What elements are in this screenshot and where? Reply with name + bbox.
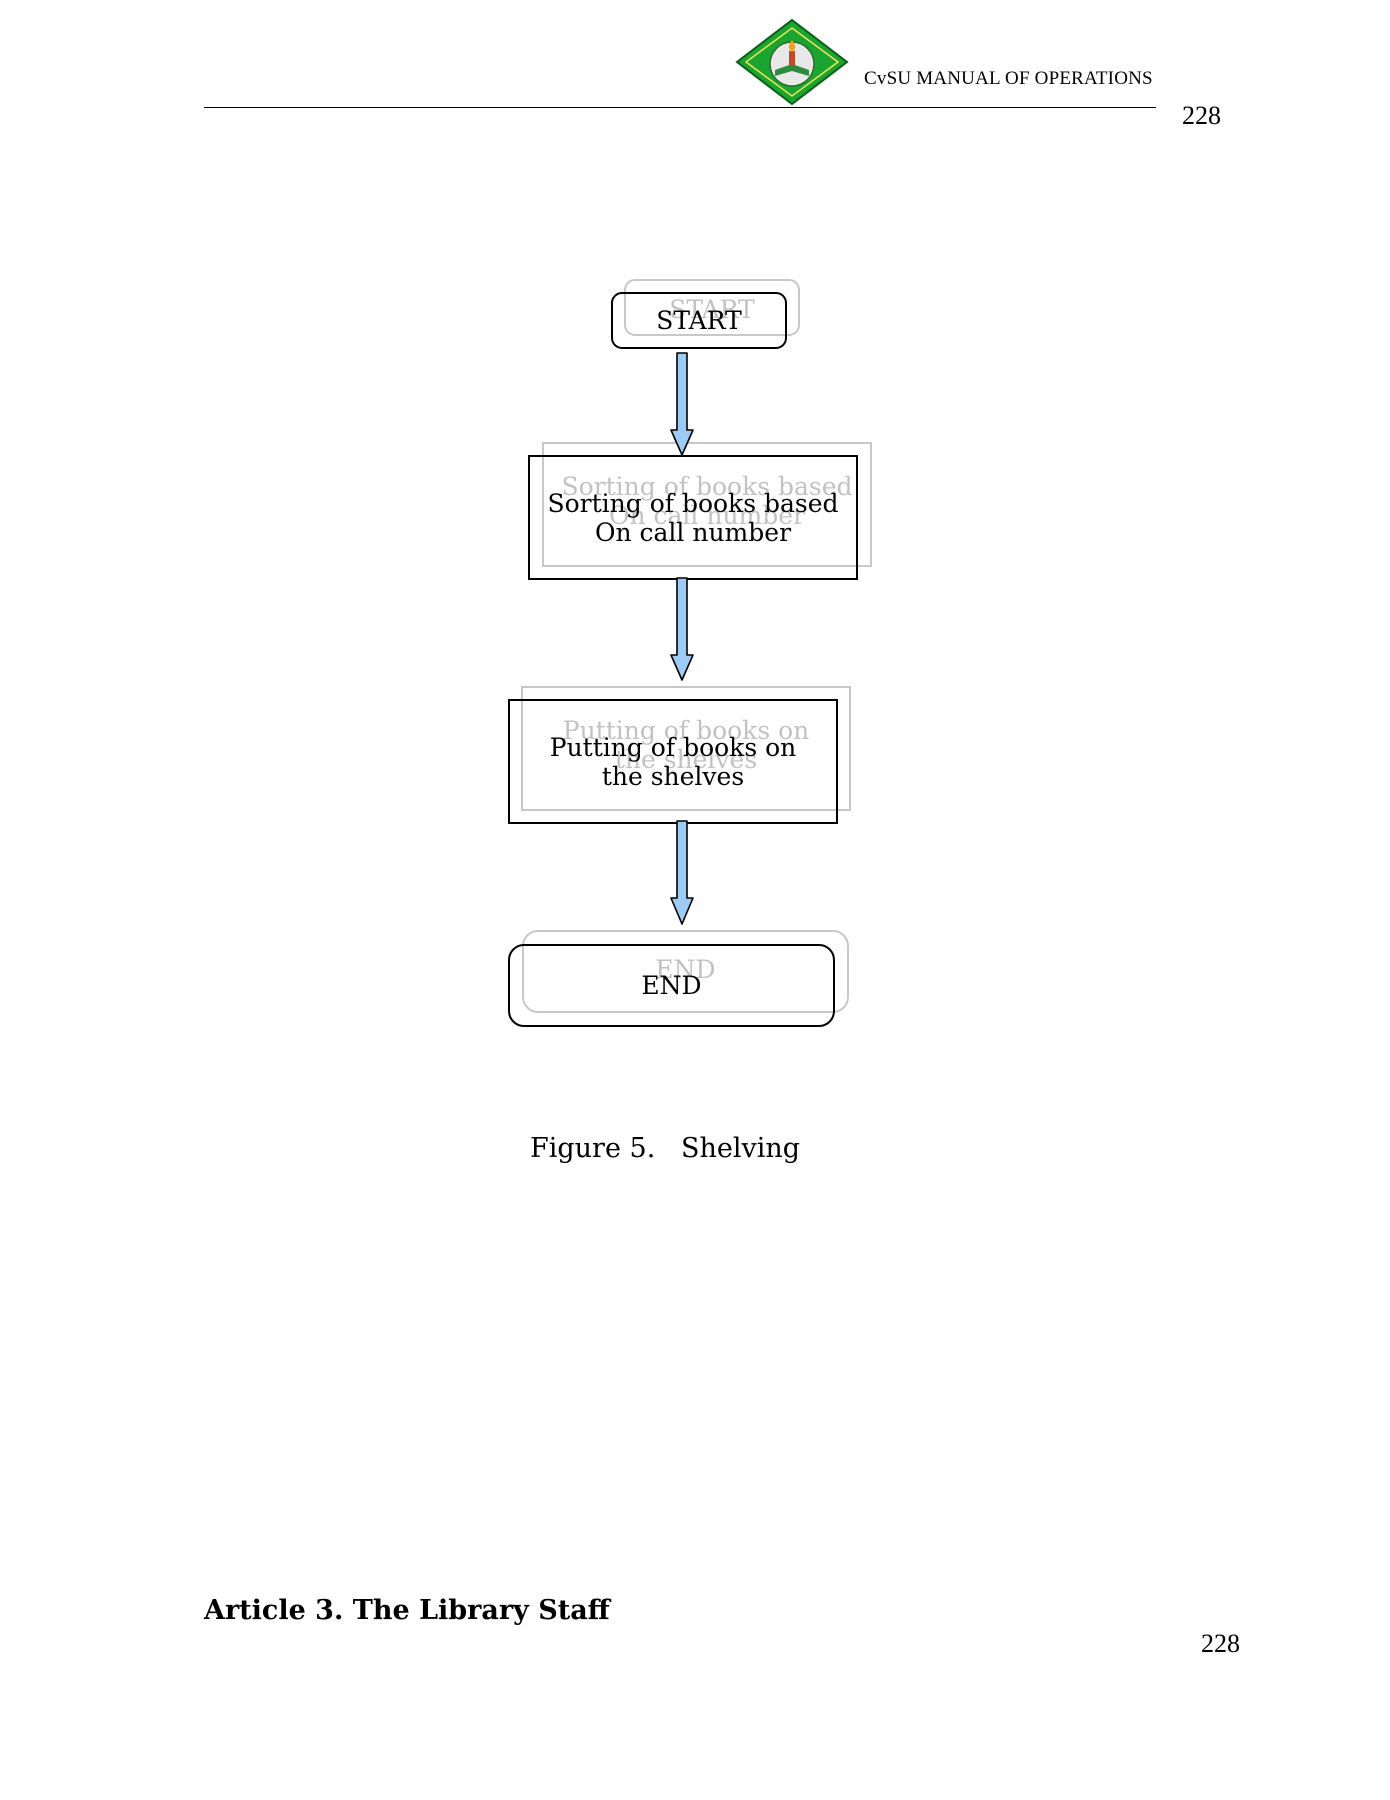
shelve-books-step: Putting of books on the shelves	[508, 699, 838, 824]
header-page-number: 228	[1182, 101, 1221, 130]
footer-page-number: 228	[1201, 1629, 1240, 1658]
shelve-line1: Putting of books on	[549, 732, 797, 762]
sort-ghost-line1: Sorting of books based	[561, 471, 853, 501]
sort-ghost-line2: On call number	[608, 500, 806, 530]
arrow-start-to-sort	[670, 352, 694, 456]
figure-caption: Figure 5. Shelving	[530, 1133, 801, 1164]
header-divider	[204, 107, 1156, 108]
sort-books-step-ghost: Sorting of books based On call number	[542, 442, 872, 567]
start-label: START	[656, 306, 742, 335]
header-title: CvSU MANUAL OF OPERATIONS	[864, 68, 1153, 89]
end-terminal: END	[508, 944, 835, 1027]
shelve-ghost-line2: the shelves	[614, 744, 758, 774]
shelve-books-step-ghost: Putting of books on the shelves	[521, 686, 851, 811]
start-terminal: START	[611, 292, 787, 349]
end-terminal-ghost: END	[522, 930, 849, 1013]
shelve-line2: the shelves	[601, 761, 745, 791]
arrow-shelve-to-end	[670, 820, 694, 925]
sort-books-step: Sorting of books based On call number	[528, 455, 858, 580]
end-ghost-label: END	[655, 955, 716, 984]
end-label: END	[641, 971, 702, 1000]
sort-line2: On call number	[594, 517, 792, 547]
university-seal-logo	[735, 18, 849, 106]
start-ghost-label: START	[669, 295, 755, 324]
sort-line1: Sorting of books based	[547, 488, 839, 518]
shelve-ghost-line1: Putting of books on	[562, 715, 810, 745]
start-terminal-ghost: START	[624, 279, 800, 336]
shelving-flowchart: START START Sorting of books based On ca…	[508, 279, 872, 1027]
arrow-sort-to-shelve	[670, 577, 694, 681]
flow-arrows	[670, 352, 694, 925]
article-heading: Article 3. The Library Staff	[204, 1595, 610, 1626]
